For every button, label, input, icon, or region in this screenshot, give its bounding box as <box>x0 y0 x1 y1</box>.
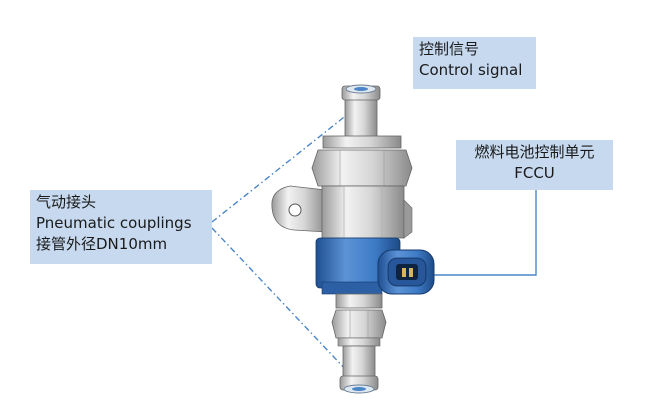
leader-line-top-port <box>211 109 354 223</box>
mounting-bracket <box>271 185 327 233</box>
valve-body <box>321 185 413 239</box>
top-tube <box>341 84 381 139</box>
callout-pneumatic-en: Pneumatic couplings <box>36 214 192 232</box>
upper-hex-nut <box>311 135 413 187</box>
callout-control-signal-en: Control signal <box>419 61 523 79</box>
callout-control-signal-zh: 控制信号 <box>419 40 480 58</box>
leader-line-bottom-port <box>211 227 349 373</box>
leader-lines <box>211 109 537 373</box>
callout-fccu: 燃料电池控制单元 FCCU <box>456 140 613 190</box>
callout-fccu-zh: 燃料电池控制单元 <box>474 143 595 161</box>
lower-fitting <box>331 293 387 347</box>
bottom-tube <box>339 345 379 394</box>
electrical-connector <box>377 249 435 295</box>
callout-pneumatic-spec: 接管外径DN10mm <box>36 235 168 253</box>
callout-control-signal: 控制信号 Control signal <box>413 37 536 89</box>
callout-pneumatic-couplings: 气动接头 Pneumatic couplings 接管外径DN10mm <box>30 190 212 264</box>
leader-line-fccu <box>430 190 537 276</box>
callout-fccu-en: FCCU <box>514 164 555 182</box>
callout-pneumatic-zh: 气动接头 <box>36 193 97 211</box>
